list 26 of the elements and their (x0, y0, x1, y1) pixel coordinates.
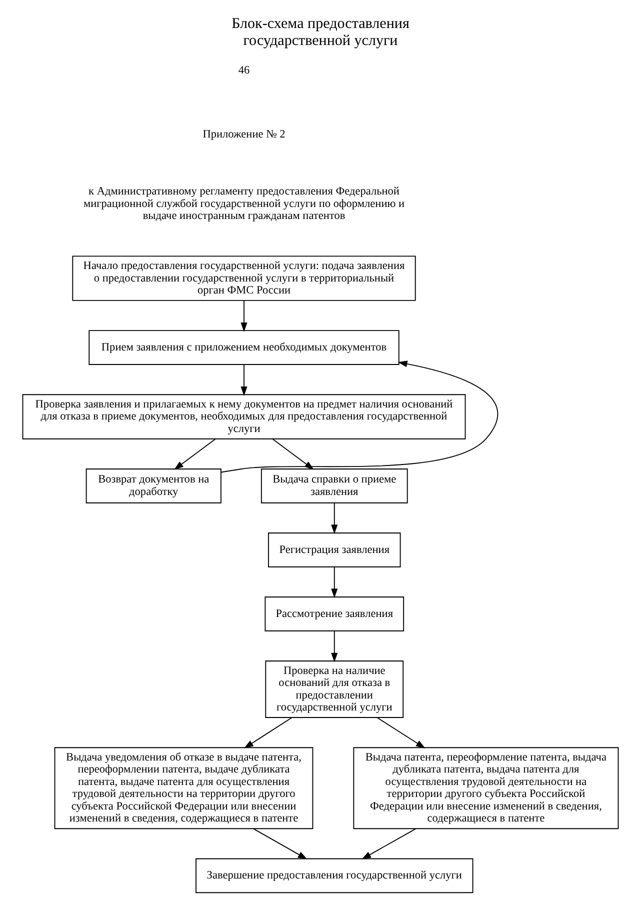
node-box: Выдача уведомления об отказе в выдаче патента, переоформлении патента, выдаче дубликата патента, выдаче патента для осуществления трудовой деятельности на территории другого субъекта Российской Федерации или внесении изменений в сведения, содержащиеся в патенте (54, 747, 313, 830)
label: к Административному регламенту предоставления Федеральной миграционной службой государственной услуги по оформлению и выдаче иностранным гражданам патентов (82, 186, 404, 222)
arrow (330, 502, 338, 534)
node-box: Регистрация заявления (268, 532, 400, 568)
arrow (330, 566, 338, 598)
arrow (174, 438, 216, 470)
arrow (243, 717, 292, 748)
node-box: Прием заявления с приложением необходимых документов (88, 330, 399, 365)
label: 46 (238, 64, 250, 77)
node-box: Выдача патента, переоформление патента, выдача дубликата патента, выдача патента для осуществления трудовой деятельности на территории другого субъекта Российской Федерации или внесение изменений в сведения, содержащиеся в патенте (352, 747, 618, 830)
arrow (376, 717, 425, 748)
arrow (240, 364, 247, 396)
diagram-title: Блок-схема предоставления государственной услуги (231, 16, 409, 50)
arrow (240, 300, 247, 332)
node-box: Проверка заявления и прилагаемых к нему документов на предмет наличия оснований для отказа в приеме документов, необходимых для предоставления государственной услуги (22, 394, 466, 440)
arrow (361, 828, 416, 860)
arrow (220, 360, 498, 473)
node-box: Завершение предоставления государственной услуги (195, 858, 473, 894)
node-box: Рассмотрение заявления (264, 596, 404, 632)
arrow (252, 828, 307, 860)
arrow (330, 630, 338, 662)
label: Приложение № 2 (202, 128, 285, 141)
node-box: Начало предоставления государственной услуги: подача заявления о предоставлении государственной услуги в территориальный орган ФМС России (72, 256, 416, 301)
node-box: Возврат документов на доработку (85, 468, 221, 504)
node-box: Выдача справки о приеме заявления (260, 468, 408, 504)
node-box: Проверка на наличие оснований для отказа в предоставлении государственной услуги (264, 660, 404, 718)
